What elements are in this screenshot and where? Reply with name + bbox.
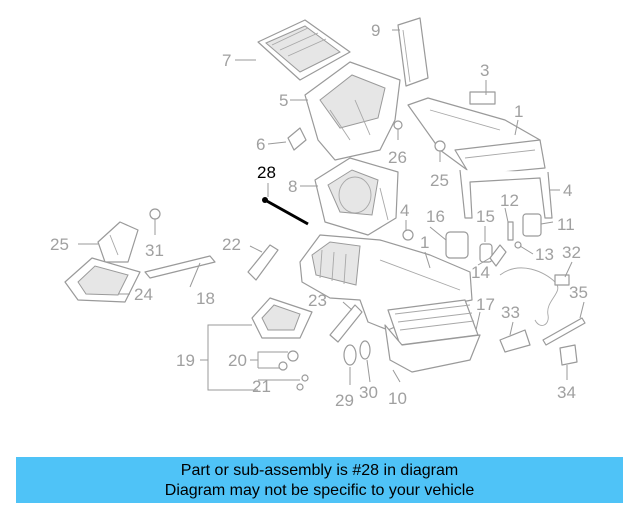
part-24-tray: [64, 257, 141, 303]
callout-18: 18: [196, 289, 215, 308]
callout-31: 31: [145, 241, 164, 260]
part-35-rod: [542, 317, 586, 346]
leader-lines: [78, 29, 585, 391]
callout-labels: 9 7 3 1 5 6 26 25 8 4 28 4 16 15 12 11 1…: [50, 21, 588, 410]
callout-23: 23: [308, 291, 327, 310]
callout-30: 30: [359, 383, 378, 402]
part-10-lower-housing: [384, 324, 481, 373]
callout-21: 21: [252, 377, 271, 396]
callout-17: 17: [476, 295, 495, 314]
banner-line-2: Diagram may not be specific to your vehi…: [164, 482, 475, 499]
part-13-connector: [514, 241, 522, 249]
callout-19: 19: [176, 351, 195, 370]
callout-16: 16: [426, 207, 445, 226]
callout-12: 12: [500, 191, 519, 210]
part-18-strip: [144, 255, 216, 279]
part-3-bracket: [459, 169, 553, 219]
callout-28: 28: [257, 163, 276, 182]
callout-5: 5: [279, 91, 288, 110]
part-7-filter-cover: [257, 19, 351, 81]
part-22-seal: [247, 244, 279, 281]
part-4-screw: [402, 220, 414, 241]
part-20-clip: [278, 350, 299, 371]
part-21-clip: [296, 374, 309, 391]
callout-4: 4: [400, 201, 409, 220]
part-11-actuator: [522, 213, 542, 237]
part-33-module: [499, 329, 531, 353]
part-19-filter: [251, 297, 313, 339]
callout-33: 33: [501, 303, 520, 322]
callout-15: 15: [476, 207, 495, 226]
callout-32: 32: [562, 243, 581, 262]
part-32-harness: [499, 267, 570, 326]
part-6-clip: [287, 127, 307, 151]
part-5-upper-housing: [304, 61, 401, 161]
part-16-actuator: [445, 231, 469, 259]
part-25-bracket: [97, 221, 139, 263]
callout-9: 9: [371, 21, 380, 40]
part-12-sensor: [507, 221, 514, 241]
part-14-bracket: [489, 244, 507, 267]
part-34-sensor: [559, 344, 578, 366]
info-banner: Part or sub-assembly is #28 in diagram D…: [16, 457, 623, 503]
part-9-cabin-filter: [397, 17, 429, 87]
callout-26: 25: [430, 171, 449, 190]
part-1-distribution-housing: [407, 91, 546, 176]
part-30-ring: [359, 340, 371, 360]
part-23-seal: [329, 304, 363, 343]
callout-29: 29: [335, 391, 354, 410]
callout-27: 26: [388, 148, 407, 167]
banner-line-1: Part or sub-assembly is #28 in diagram: [180, 462, 459, 479]
callout-11: 11: [557, 215, 575, 234]
callout-2: 3: [480, 61, 489, 80]
part-8-blower-housing: [314, 157, 399, 236]
part-17-heater-core: [387, 299, 479, 346]
part-28-rod: [262, 197, 309, 226]
callout-25: 25: [50, 235, 69, 254]
part-31-screw: [149, 208, 161, 235]
callout-6: 6: [256, 135, 265, 154]
callout-8: 8: [288, 177, 297, 196]
callout-14: 14: [471, 263, 490, 282]
callout-20: 20: [228, 351, 247, 370]
callout-24: 24: [134, 285, 153, 304]
part-27-screw: [393, 120, 403, 140]
callout-7: 7: [222, 51, 231, 70]
part-26-grommet: [434, 140, 446, 162]
callout-3: 4: [563, 181, 572, 200]
callout-34: 34: [557, 383, 576, 402]
part-29-ring: [343, 344, 357, 366]
callout-13: 13: [535, 245, 554, 264]
callout-1-top: 1: [514, 102, 523, 121]
callout-10: 10: [388, 389, 407, 408]
callout-35: 35: [569, 283, 588, 302]
callout-1-mid: 1: [420, 233, 429, 252]
part-15-sensor: [479, 243, 493, 263]
callout-22: 22: [222, 235, 241, 254]
